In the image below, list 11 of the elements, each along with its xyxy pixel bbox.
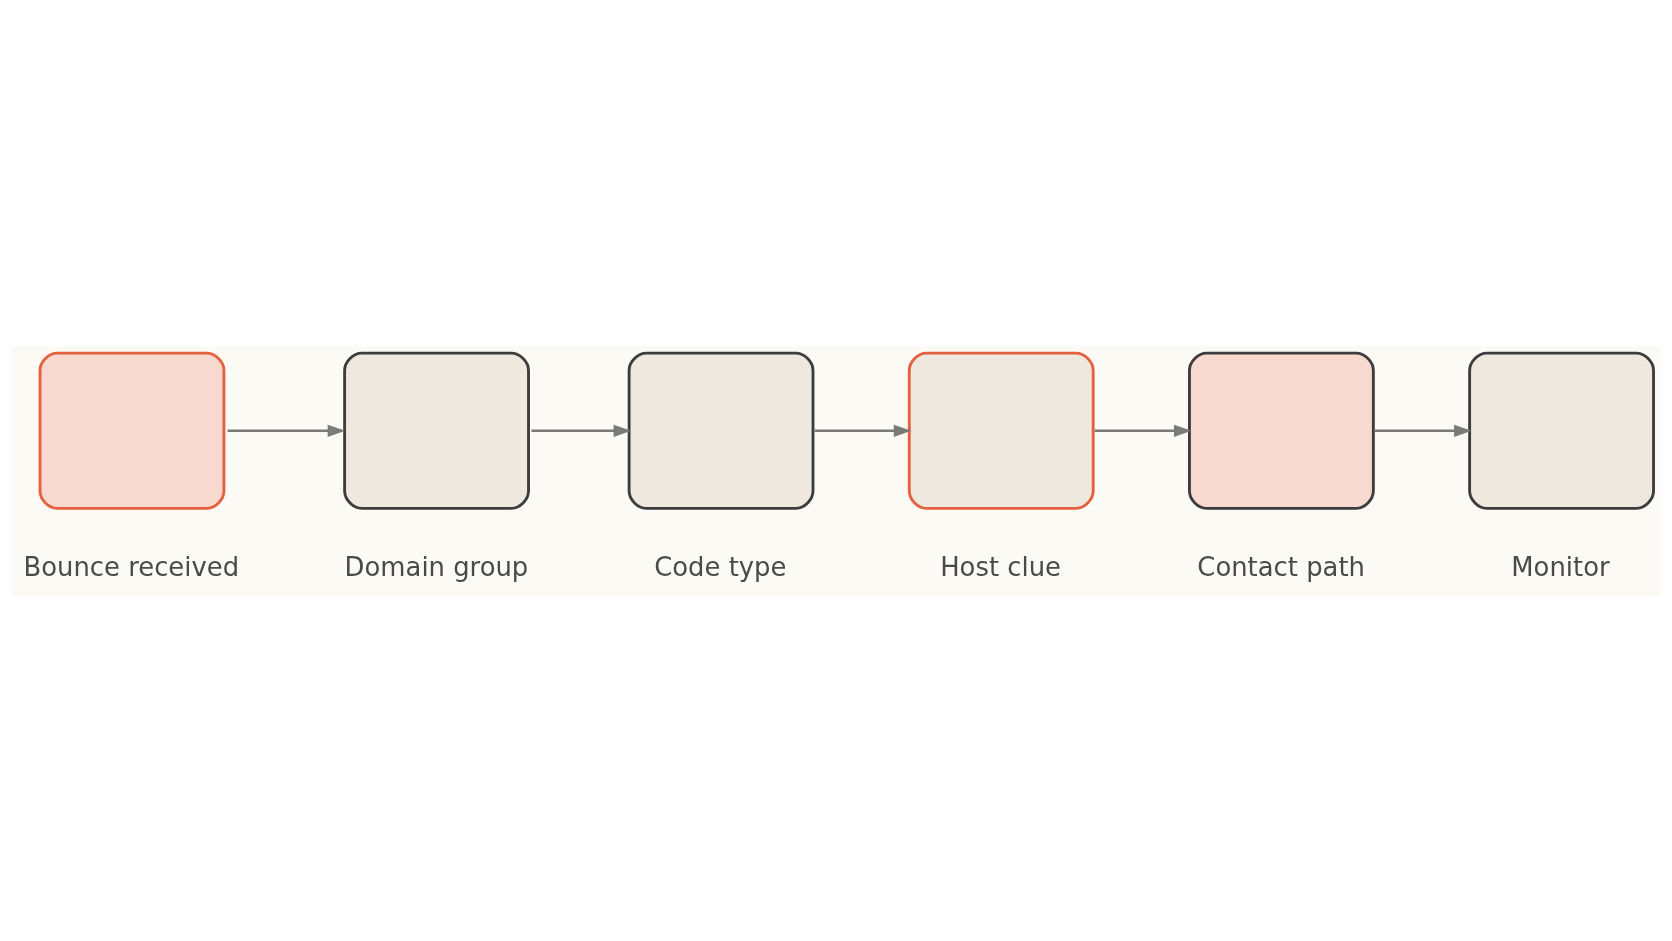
- arrow: [531, 424, 632, 437]
- arrow: [227, 424, 346, 437]
- node-label: Contact path: [1197, 551, 1365, 582]
- node-label: Code type: [654, 551, 787, 582]
- arrow: [814, 424, 912, 437]
- node-label: Domain group: [344, 551, 529, 582]
- node-label: Bounce received: [23, 551, 240, 582]
- node-label: Monitor: [1511, 551, 1610, 582]
- node-label: Host clue: [940, 551, 1061, 582]
- arrow: [1374, 424, 1472, 437]
- arrow: [1094, 424, 1192, 437]
